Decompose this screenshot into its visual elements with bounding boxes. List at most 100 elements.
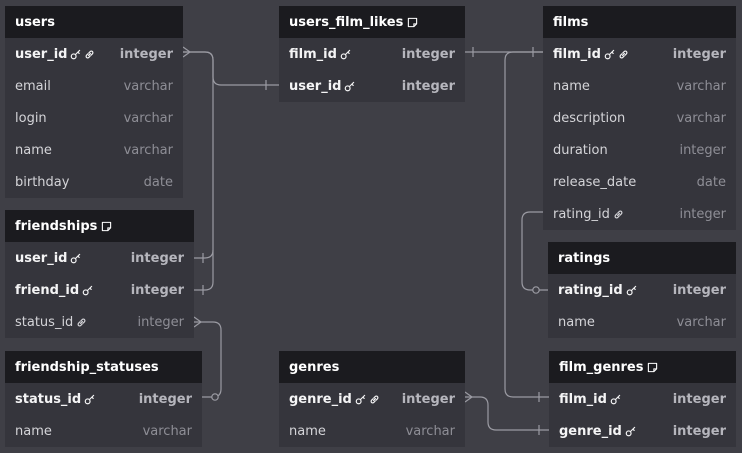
field-name: user_id (15, 250, 68, 266)
link-icon (84, 49, 95, 60)
field-name: rating_id (558, 282, 623, 298)
table-title: ratings (558, 250, 611, 266)
field-name: genre_id (289, 391, 352, 407)
field-name: name (558, 314, 595, 330)
note-icon[interactable] (407, 17, 418, 28)
field-type: varchar (123, 142, 173, 158)
field-row-name[interactable]: name varchar (279, 415, 465, 447)
field-type: integer (401, 78, 455, 94)
field-name-group: user_id (289, 79, 355, 94)
key-icon (82, 285, 93, 296)
field-type: varchar (676, 78, 726, 94)
crow-foot-mark (182, 46, 192, 58)
field-type: varchar (405, 423, 455, 439)
field-row-email[interactable]: email varchar (5, 70, 183, 102)
users-film-likes-table-header[interactable]: users_film_likes (279, 6, 465, 38)
field-name-group: name (558, 315, 595, 330)
table-title: users_film_likes (289, 14, 404, 30)
link-icon (76, 317, 87, 328)
field-name: email (15, 78, 51, 94)
field-type: date (143, 174, 173, 190)
field-name: login (15, 110, 47, 126)
field-name: description (553, 110, 626, 126)
crow-foot-mark (464, 391, 474, 403)
crow-foot-mark (193, 316, 203, 328)
rel-films-rating-id-to-ratings-rating-id (521, 211, 548, 291)
field-name: user_id (289, 78, 342, 94)
key-icon (70, 49, 81, 60)
friendships-table-header[interactable]: friendships (5, 210, 194, 242)
field-type: integer (401, 46, 455, 62)
note-icon[interactable] (101, 221, 112, 232)
field-name-group: film_id (553, 47, 629, 62)
table-title: films (553, 14, 589, 30)
key-icon (625, 426, 636, 437)
field-name: user_id (15, 46, 68, 62)
field-row-user-id[interactable]: user_id integer (5, 38, 183, 70)
field-type: integer (137, 314, 184, 330)
field-name: name (289, 423, 326, 439)
field-name-group: status_id (15, 392, 95, 407)
field-type: integer (130, 250, 184, 266)
field-name: status_id (15, 314, 74, 330)
rel-users-user-id-to-friendships-friend-id (194, 250, 214, 291)
field-row-status-id[interactable]: status_id integer (5, 306, 194, 338)
field-name: status_id (15, 391, 82, 407)
link-icon (618, 49, 629, 60)
field-row-name[interactable]: name varchar (543, 70, 736, 102)
friendship-statuses-table-header[interactable]: friendship_statuses (5, 351, 202, 383)
table-title: friendship_statuses (15, 359, 159, 375)
field-name-group: description (553, 111, 625, 126)
key-icon (84, 394, 95, 405)
key-icon (344, 81, 355, 92)
field-name-group: user_id (15, 47, 95, 62)
field-name-group: login (15, 111, 47, 126)
field-row-birthday[interactable]: birthday date (5, 166, 183, 198)
films-table-header[interactable]: films (543, 6, 736, 38)
field-name-group: user_id (15, 251, 81, 266)
users-table-header[interactable]: users (5, 6, 183, 38)
field-type: varchar (123, 78, 173, 94)
rel-films-film-id-to-film-genres-film-id (504, 51, 549, 398)
field-name: film_id (559, 391, 607, 407)
key-icon (610, 394, 621, 405)
film-genres-table-header[interactable]: film_genres (549, 351, 736, 383)
note-icon[interactable] (647, 362, 658, 373)
field-name-group: email (15, 79, 51, 94)
ratings-table-header[interactable]: ratings (548, 242, 736, 274)
field-name-group: birthday (15, 175, 69, 190)
genres-table-header[interactable]: genres (279, 351, 465, 383)
field-name: genre_id (559, 423, 622, 439)
field-type: integer (119, 46, 173, 62)
field-name-group: name (15, 424, 52, 439)
field-name-group: friend_id (15, 283, 93, 298)
field-name-group: name (553, 79, 590, 94)
field-row-user-id[interactable]: user_id integer (279, 70, 465, 102)
field-row-user-id[interactable]: user_id integer (5, 242, 194, 274)
